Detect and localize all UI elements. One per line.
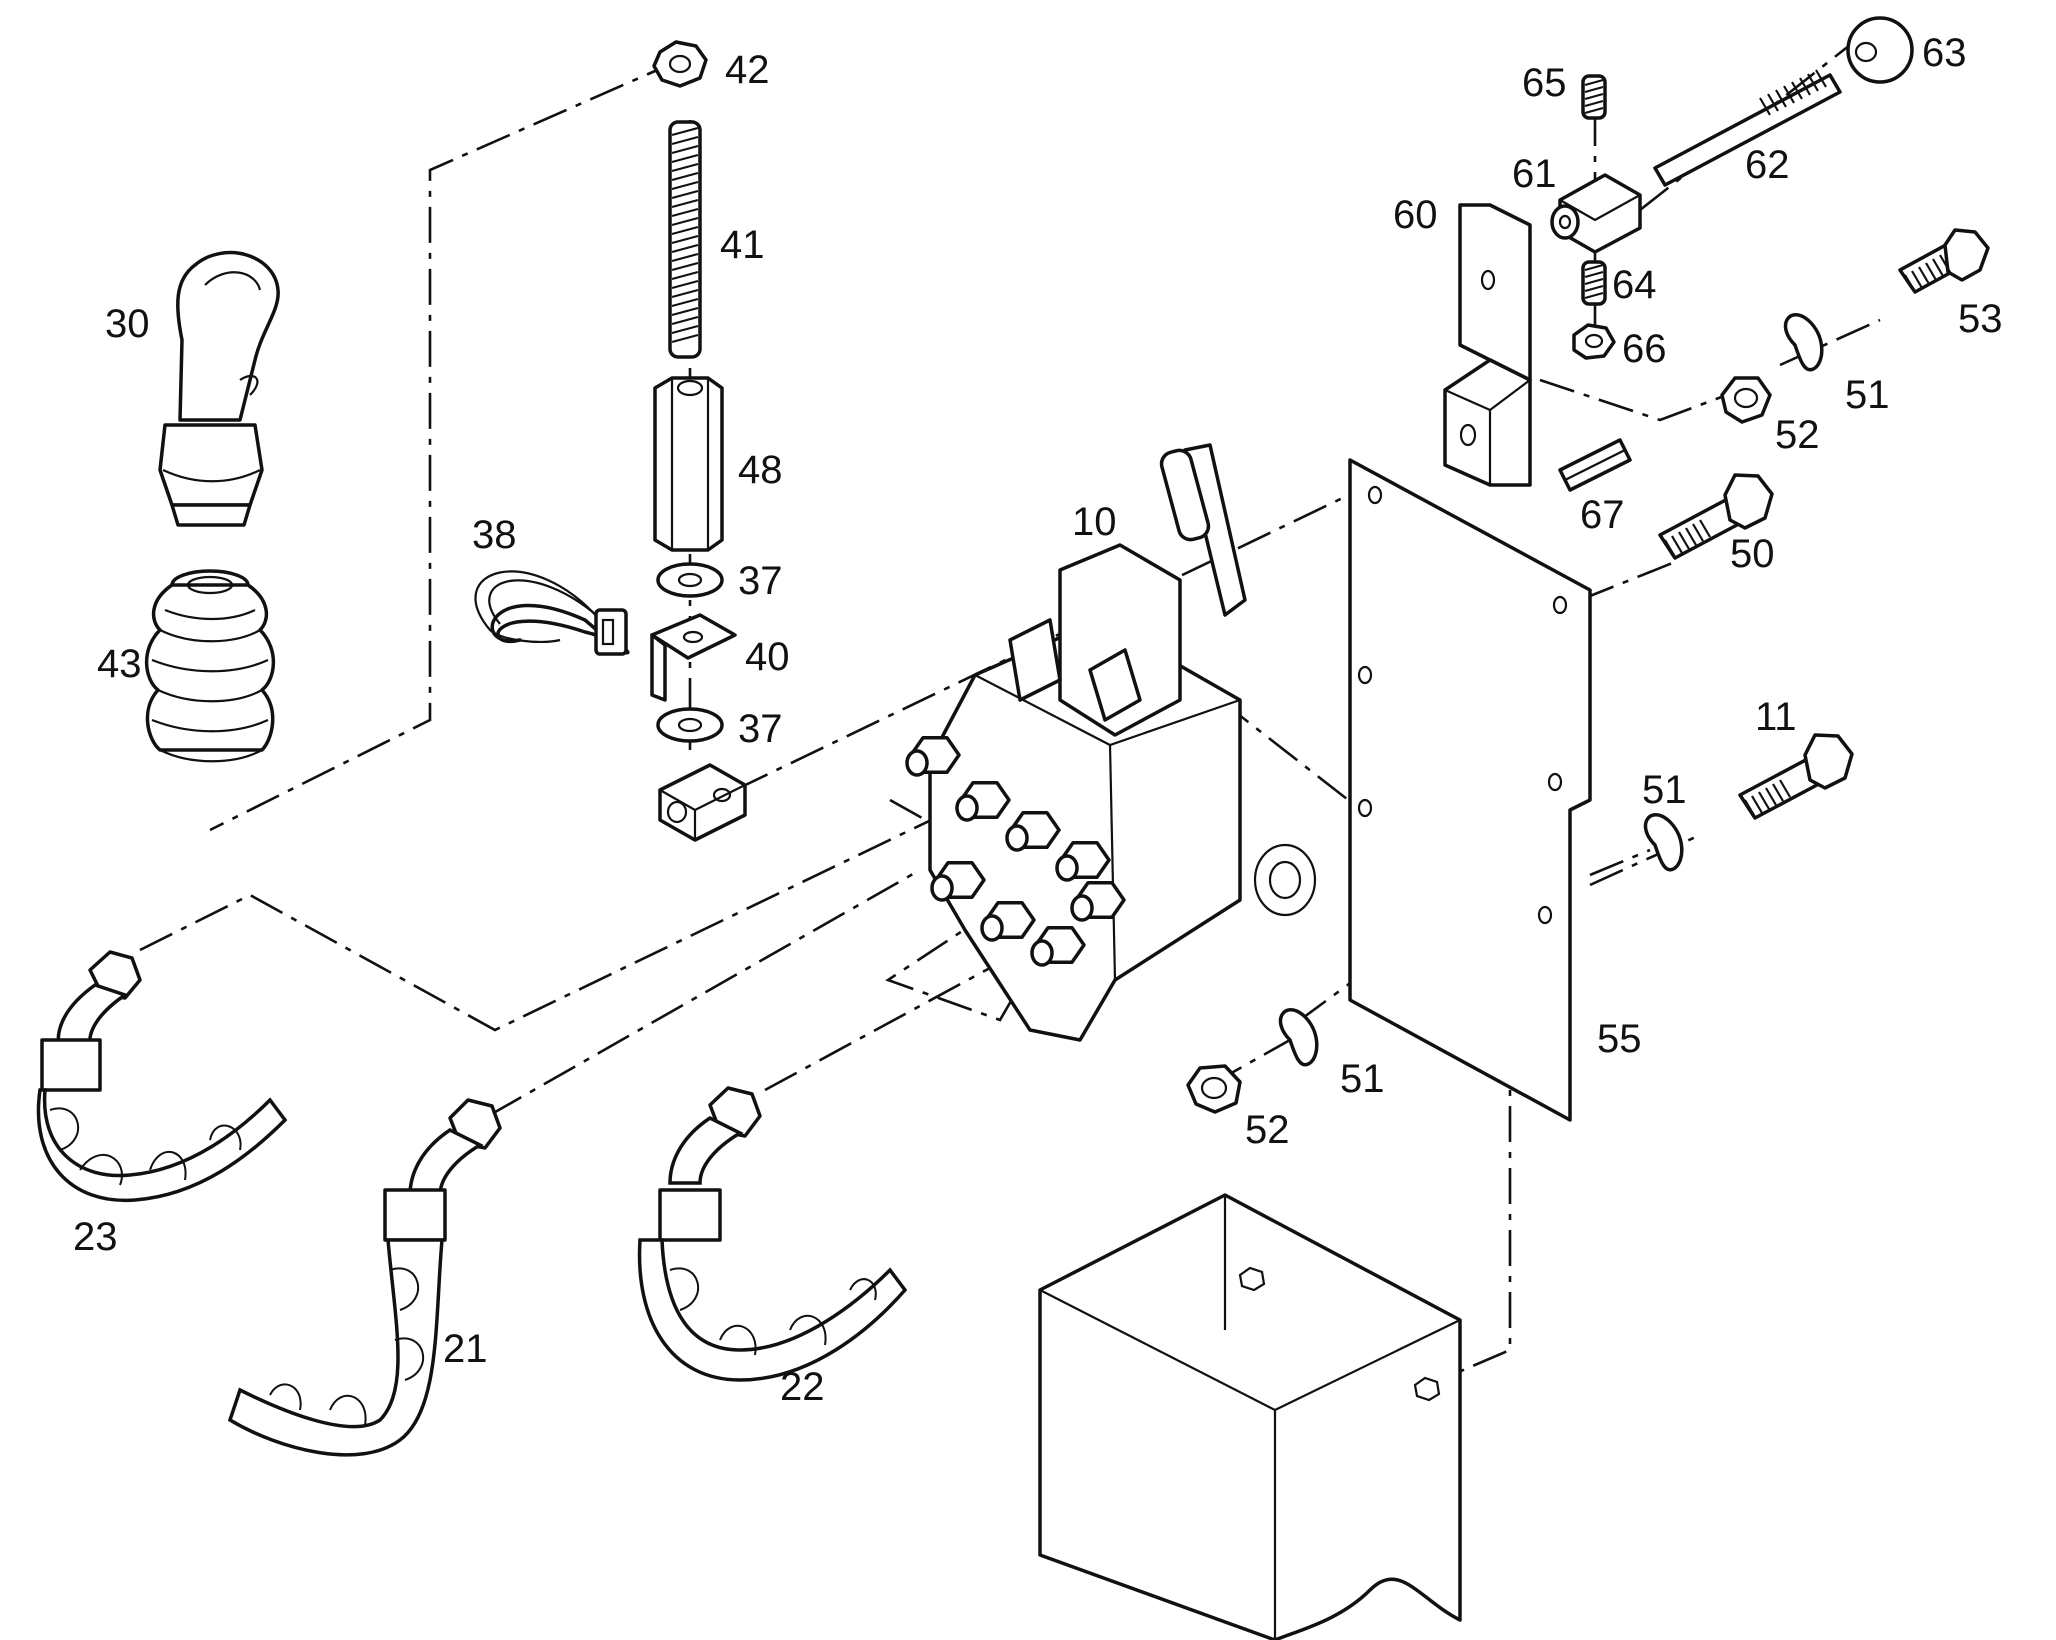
part-10-control-valve: [905, 443, 1317, 1042]
part-41-threaded-rod: [668, 120, 702, 359]
part-37-washer-upper: [656, 562, 724, 598]
callout-labels: 42 41 48 37 40 37 38 30 43 10 23 21 22 6…: [73, 31, 2003, 1409]
callout-53: 53: [1958, 297, 2003, 341]
callout-52-lower: 52: [1245, 1108, 1290, 1152]
callout-64: 64: [1612, 263, 1657, 307]
callout-23: 23: [73, 1215, 118, 1259]
part-22-hose: [637, 1086, 908, 1382]
part-38-hose-clamp: [474, 570, 630, 656]
part-30-joystick-handle: [158, 250, 280, 527]
part-42-nut: [652, 40, 708, 88]
part-53-bolt: [1898, 228, 1990, 294]
callout-22: 22: [780, 1365, 825, 1409]
callout-61: 61: [1512, 152, 1557, 196]
callout-11: 11: [1755, 695, 1797, 739]
callout-62: 62: [1745, 143, 1790, 187]
callout-43: 43: [97, 642, 142, 686]
callout-37-upper: 37: [738, 559, 783, 603]
part-63-ball-knob: [1846, 16, 1914, 84]
part-50-bolt: [1658, 473, 1774, 560]
part-52-nut-upper: [1720, 376, 1772, 424]
part-65-set-screw: [1581, 74, 1607, 120]
part-40-bracket: [650, 613, 737, 702]
callout-67: 67: [1580, 493, 1625, 537]
callout-60: 60: [1393, 193, 1438, 237]
callout-51-upper: 51: [1845, 373, 1890, 417]
part-43-rubber-boot: [144, 569, 276, 763]
part-51-lock-washer-lower: [1278, 1008, 1319, 1067]
part-51-lock-washer-right: [1643, 813, 1684, 872]
reservoir-box: [1038, 1193, 1462, 1640]
part-55-mounting-plate: [1348, 458, 1592, 1122]
callout-30: 30: [105, 302, 150, 346]
callout-37-lower: 37: [738, 707, 783, 751]
part-37-washer-lower: [656, 707, 724, 743]
part-23-hose: [36, 950, 288, 1203]
part-67-roll-pin: [1558, 438, 1632, 492]
callout-55: 55: [1597, 1017, 1642, 1061]
part-48-hex-spacer: [653, 376, 724, 552]
callout-52-upper: 52: [1775, 413, 1820, 457]
part-11-bolt: [1738, 733, 1854, 820]
part-60-bracket-arm: [1443, 203, 1532, 487]
callout-65: 65: [1522, 61, 1567, 105]
part-51-lock-washer-upper: [1783, 313, 1824, 372]
callout-51-right: 51: [1642, 768, 1687, 812]
part-21-hose: [227, 1098, 502, 1457]
callout-40: 40: [745, 635, 790, 679]
part-62-threaded-rod: [1653, 69, 1842, 187]
callout-10: 10: [1072, 500, 1117, 544]
callout-42: 42: [725, 48, 770, 92]
part-66-nut: [1572, 323, 1616, 360]
callout-51-lower: 51: [1340, 1057, 1385, 1101]
linkage-block: [658, 763, 747, 842]
part-64-set-screw: [1581, 260, 1607, 306]
part-52-nut-lower: [1186, 1064, 1242, 1114]
callout-63: 63: [1922, 31, 1967, 75]
callout-48: 48: [738, 448, 783, 492]
callout-38: 38: [472, 513, 517, 557]
callout-21: 21: [443, 1327, 488, 1371]
part-61-linkage-block: [1550, 173, 1642, 254]
callout-50: 50: [1730, 532, 1775, 576]
callout-66: 66: [1622, 327, 1667, 371]
callout-41: 41: [720, 223, 765, 267]
